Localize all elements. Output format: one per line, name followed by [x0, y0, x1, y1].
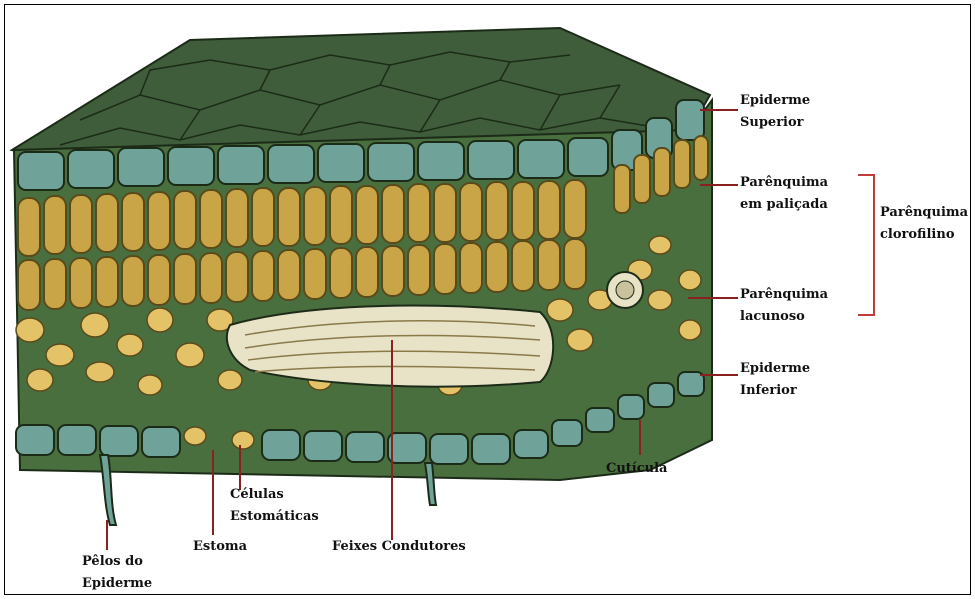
label-parenquima-lacunoso: Parênquima lacunoso	[740, 284, 828, 328]
label-epiderme-inferior: Epiderme Inferior	[740, 358, 810, 402]
label-celulas-estomaticas: Células Estomáticas	[230, 484, 319, 528]
label-parenquima-lacunoso-line2: lacunoso	[740, 306, 828, 328]
label-parenquima-lacunoso-line1: Parênquima	[740, 284, 828, 306]
label-pelos-epiderme-line1: Pêlos do	[82, 551, 152, 573]
label-parenquima-clorofilino: Parênquima clorofilino	[880, 202, 968, 246]
label-feixes-condutores: Feixes Condutores	[332, 536, 466, 558]
label-parenquima-palicada-line2: em paliçada	[740, 194, 828, 216]
label-parenquima-clorofilino-line1: Parênquima	[880, 202, 968, 224]
label-epiderme-superior: Epiderme Superior	[740, 90, 810, 134]
label-cuticula: Cutícula	[606, 458, 667, 480]
label-parenquima-palicada-line1: Parênquima	[740, 172, 828, 194]
label-epiderme-superior-line2: Superior	[740, 112, 810, 134]
label-pelos-epiderme-line2: Epiderme	[82, 573, 152, 595]
label-epiderme-inferior-line2: Inferior	[740, 380, 810, 402]
label-celulas-estomaticas-line1: Células	[230, 484, 319, 506]
label-estoma: Estoma	[193, 536, 247, 558]
clorofilino-bracket	[858, 175, 874, 315]
label-celulas-estomaticas-line2: Estomáticas	[230, 506, 319, 528]
label-epiderme-inferior-line1: Epiderme	[740, 358, 810, 380]
label-parenquima-clorofilino-line2: clorofilino	[880, 224, 968, 246]
label-parenquima-palicada: Parênquima em paliçada	[740, 172, 828, 216]
label-pelos-epiderme: Pêlos do Epiderme	[82, 551, 152, 595]
label-epiderme-superior-line1: Epiderme	[740, 90, 810, 112]
